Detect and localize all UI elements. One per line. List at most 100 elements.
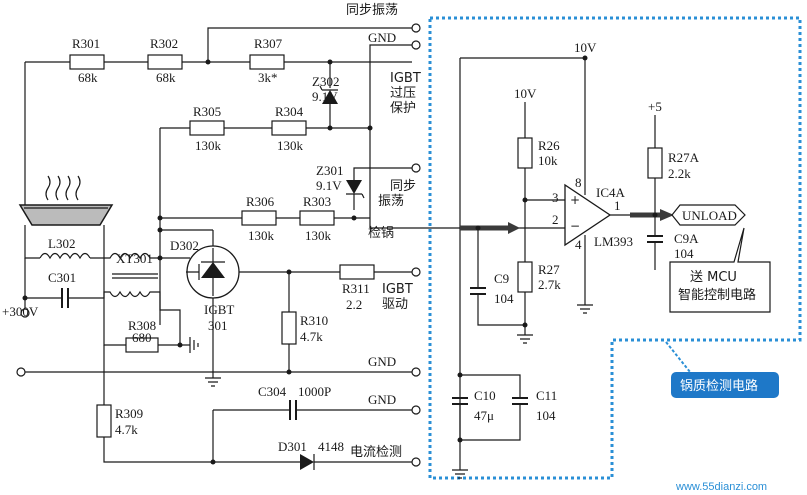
r302-body: [147, 54, 183, 70]
label-supply: +300V: [2, 304, 39, 319]
c10-value: 47μ: [474, 408, 494, 423]
terminal-igbt-drive: [411, 267, 421, 277]
c9-ref: C9: [494, 271, 509, 286]
r307-ref: R307: [254, 36, 283, 51]
c9a-value: 104: [674, 246, 694, 261]
c301-ref: C301: [48, 270, 76, 285]
d301-value: 4148: [318, 439, 344, 454]
r27a-ref: R27A: [668, 150, 700, 165]
r311-ref: R311: [342, 281, 370, 296]
c11-ref: C11: [536, 388, 557, 403]
r310-value: 4.7k: [300, 329, 323, 344]
pan-icon: [18, 175, 114, 226]
r27a-body: [647, 147, 663, 179]
r310-body: [281, 311, 297, 345]
c9a-symbol: [647, 235, 663, 243]
r301-body: [69, 54, 105, 70]
terminal-current-detect: [411, 457, 421, 467]
ic4a-comparator: [564, 183, 612, 247]
r309-ref: R309: [115, 406, 143, 421]
d301-ref: D301: [278, 439, 307, 454]
r310-ref: R310: [300, 313, 328, 328]
r27a-value: 2.2k: [668, 166, 691, 181]
z302-ref: Z302: [312, 74, 339, 89]
r308-ref: R308: [128, 318, 156, 333]
d301-symbol: [300, 454, 314, 470]
r305-ref: R305: [193, 104, 221, 119]
rail-5v: +5: [648, 99, 662, 114]
label-pan-detect: 检锅: [368, 225, 394, 241]
l302-ref: L302: [48, 236, 75, 251]
r311-value: 2.2: [346, 297, 362, 312]
z302-symbol: [322, 90, 338, 104]
r307-body: [249, 54, 285, 70]
r309-body: [96, 404, 112, 438]
ic4a-pin-4: 4: [575, 237, 582, 252]
ic4a-pin-1: 1: [614, 198, 621, 213]
mcu-callout: [669, 227, 771, 313]
c9-value: 104: [494, 291, 514, 306]
r302-value: 68k: [156, 70, 176, 85]
ic4a-part: LM393: [594, 234, 633, 249]
section-label: 锅质检测电路: [680, 378, 758, 394]
z301-symbol: [346, 180, 362, 194]
label-gnd-low: GND: [368, 392, 396, 407]
r302-ref: R302: [150, 36, 178, 51]
r303-value: 130k: [305, 228, 332, 243]
r311-body: [339, 264, 375, 280]
ic4a-pin-8: 8: [575, 175, 582, 190]
ic4a-pin-2: 2: [552, 212, 559, 227]
unload-label: UNLOAD: [682, 208, 737, 223]
igbt-value: 301: [208, 318, 228, 333]
rail-10v-mid: 10V: [514, 86, 537, 101]
r27-value: 2.7k: [538, 277, 561, 292]
c304-value: 1000P: [298, 384, 331, 399]
c11-value: 104: [536, 408, 556, 423]
label-current-detect: 电流检测: [350, 445, 402, 460]
terminal-sync-osc-top: [411, 23, 421, 33]
c304-symbol: [289, 400, 297, 420]
terminal-gnd-mid: [411, 367, 421, 377]
r307-value: 3k*: [258, 70, 278, 85]
c9a-ref: C9A: [674, 231, 699, 246]
c9-symbol: [470, 287, 486, 295]
watermark: www.55dianzi.com: [675, 481, 767, 493]
r305-value: 130k: [195, 138, 222, 153]
z301-value: 9.1V: [316, 178, 342, 193]
svg-text:−: −: [570, 219, 580, 233]
terminal-gnd-top: [411, 40, 421, 50]
r306-value: 130k: [248, 228, 275, 243]
r304-value: 130k: [277, 138, 304, 153]
c301-symbol: [61, 288, 69, 308]
l302-coil: [39, 252, 91, 260]
r27-ref: R27: [538, 262, 560, 277]
detection-section-border: [428, 16, 802, 480]
unload-signal-box: [671, 204, 746, 226]
r301-value: 68k: [78, 70, 98, 85]
terminal-supply: [20, 308, 30, 318]
label-gnd-mid: GND: [368, 354, 396, 369]
terminal-gnd-low: [411, 405, 421, 415]
z302-value: 9.1V: [312, 89, 338, 104]
r26-body: [517, 137, 533, 169]
r306-ref: R306: [246, 194, 275, 209]
label-gnd-top: GND: [368, 30, 396, 45]
r301-ref: R301: [72, 36, 100, 51]
r26-ref: R26: [538, 138, 560, 153]
c304-ref: C304: [258, 384, 287, 399]
igbt-ref: IGBT: [204, 302, 234, 317]
ic4a-pin-3: 3: [552, 190, 559, 205]
xt301-ref: XT301: [116, 251, 153, 266]
r304-ref: R304: [275, 104, 304, 119]
r27-body: [517, 261, 533, 293]
label-sync-osc-top: 同步振荡: [346, 3, 398, 18]
r309-value: 4.7k: [115, 422, 138, 437]
terminal-sync-osc-mid: [411, 163, 421, 173]
xt301-core: [112, 273, 158, 279]
svg-text:+: +: [570, 193, 580, 207]
r303-ref: R303: [303, 194, 331, 209]
